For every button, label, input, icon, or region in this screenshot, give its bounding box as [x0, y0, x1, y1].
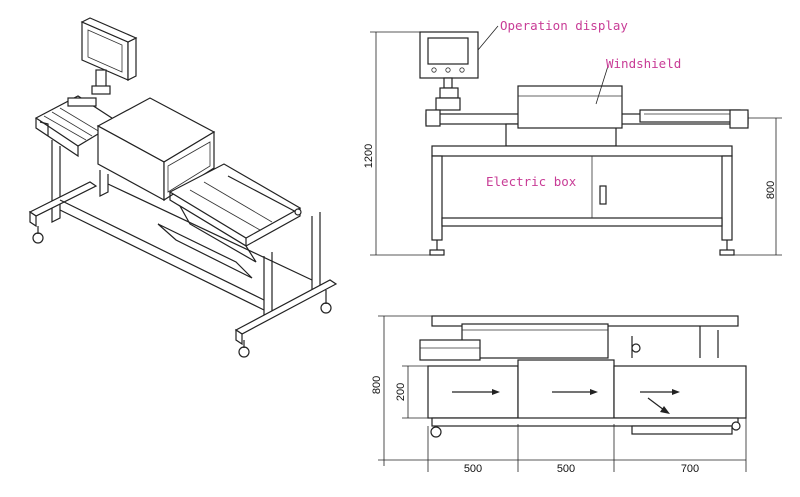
plan-weigh-belt [517, 359, 615, 425]
dim-500-infeed-label: 500 [464, 463, 482, 475]
dim-1200-label: 1200 [363, 144, 375, 168]
dim-200-label: 200 [395, 383, 407, 401]
dimension-lengths: 500 500 700 [378, 418, 747, 475]
front-operation-display [419, 31, 479, 111]
operation-display-label: Operation display [500, 18, 628, 33]
isometric-view [28, 17, 338, 358]
plan-infeed-belt [427, 365, 519, 419]
dimension-conveyor-height: 800 [734, 117, 782, 256]
iso-operation-display [80, 17, 138, 95]
dimension-belt-width: 200 [395, 365, 428, 419]
windshield-label: Windshield [606, 56, 681, 71]
front-frame [429, 145, 735, 256]
dimension-total-height: 1200 [363, 31, 430, 256]
plan-outfeed-belt [613, 365, 747, 419]
iso-windshield [96, 97, 216, 202]
dim-plan-800-label: 800 [371, 376, 383, 394]
plan-view: 800 200 500 500 700 [371, 315, 747, 475]
electric-box-label: Electric box [486, 174, 577, 189]
dim-800-label: 800 [765, 181, 777, 199]
iso-outfeed-conveyor [157, 163, 302, 279]
front-windshield [517, 85, 623, 129]
front-elevation: 1200 800 Operation display Windshield El… [363, 18, 782, 256]
dim-500-weigh-label: 500 [557, 463, 575, 475]
dimension-plan-depth: 800 [371, 315, 432, 460]
iso-frame [28, 140, 338, 358]
dim-700-outfeed-label: 700 [681, 463, 699, 475]
annotations: Operation display Windshield Electric bo… [477, 18, 681, 189]
